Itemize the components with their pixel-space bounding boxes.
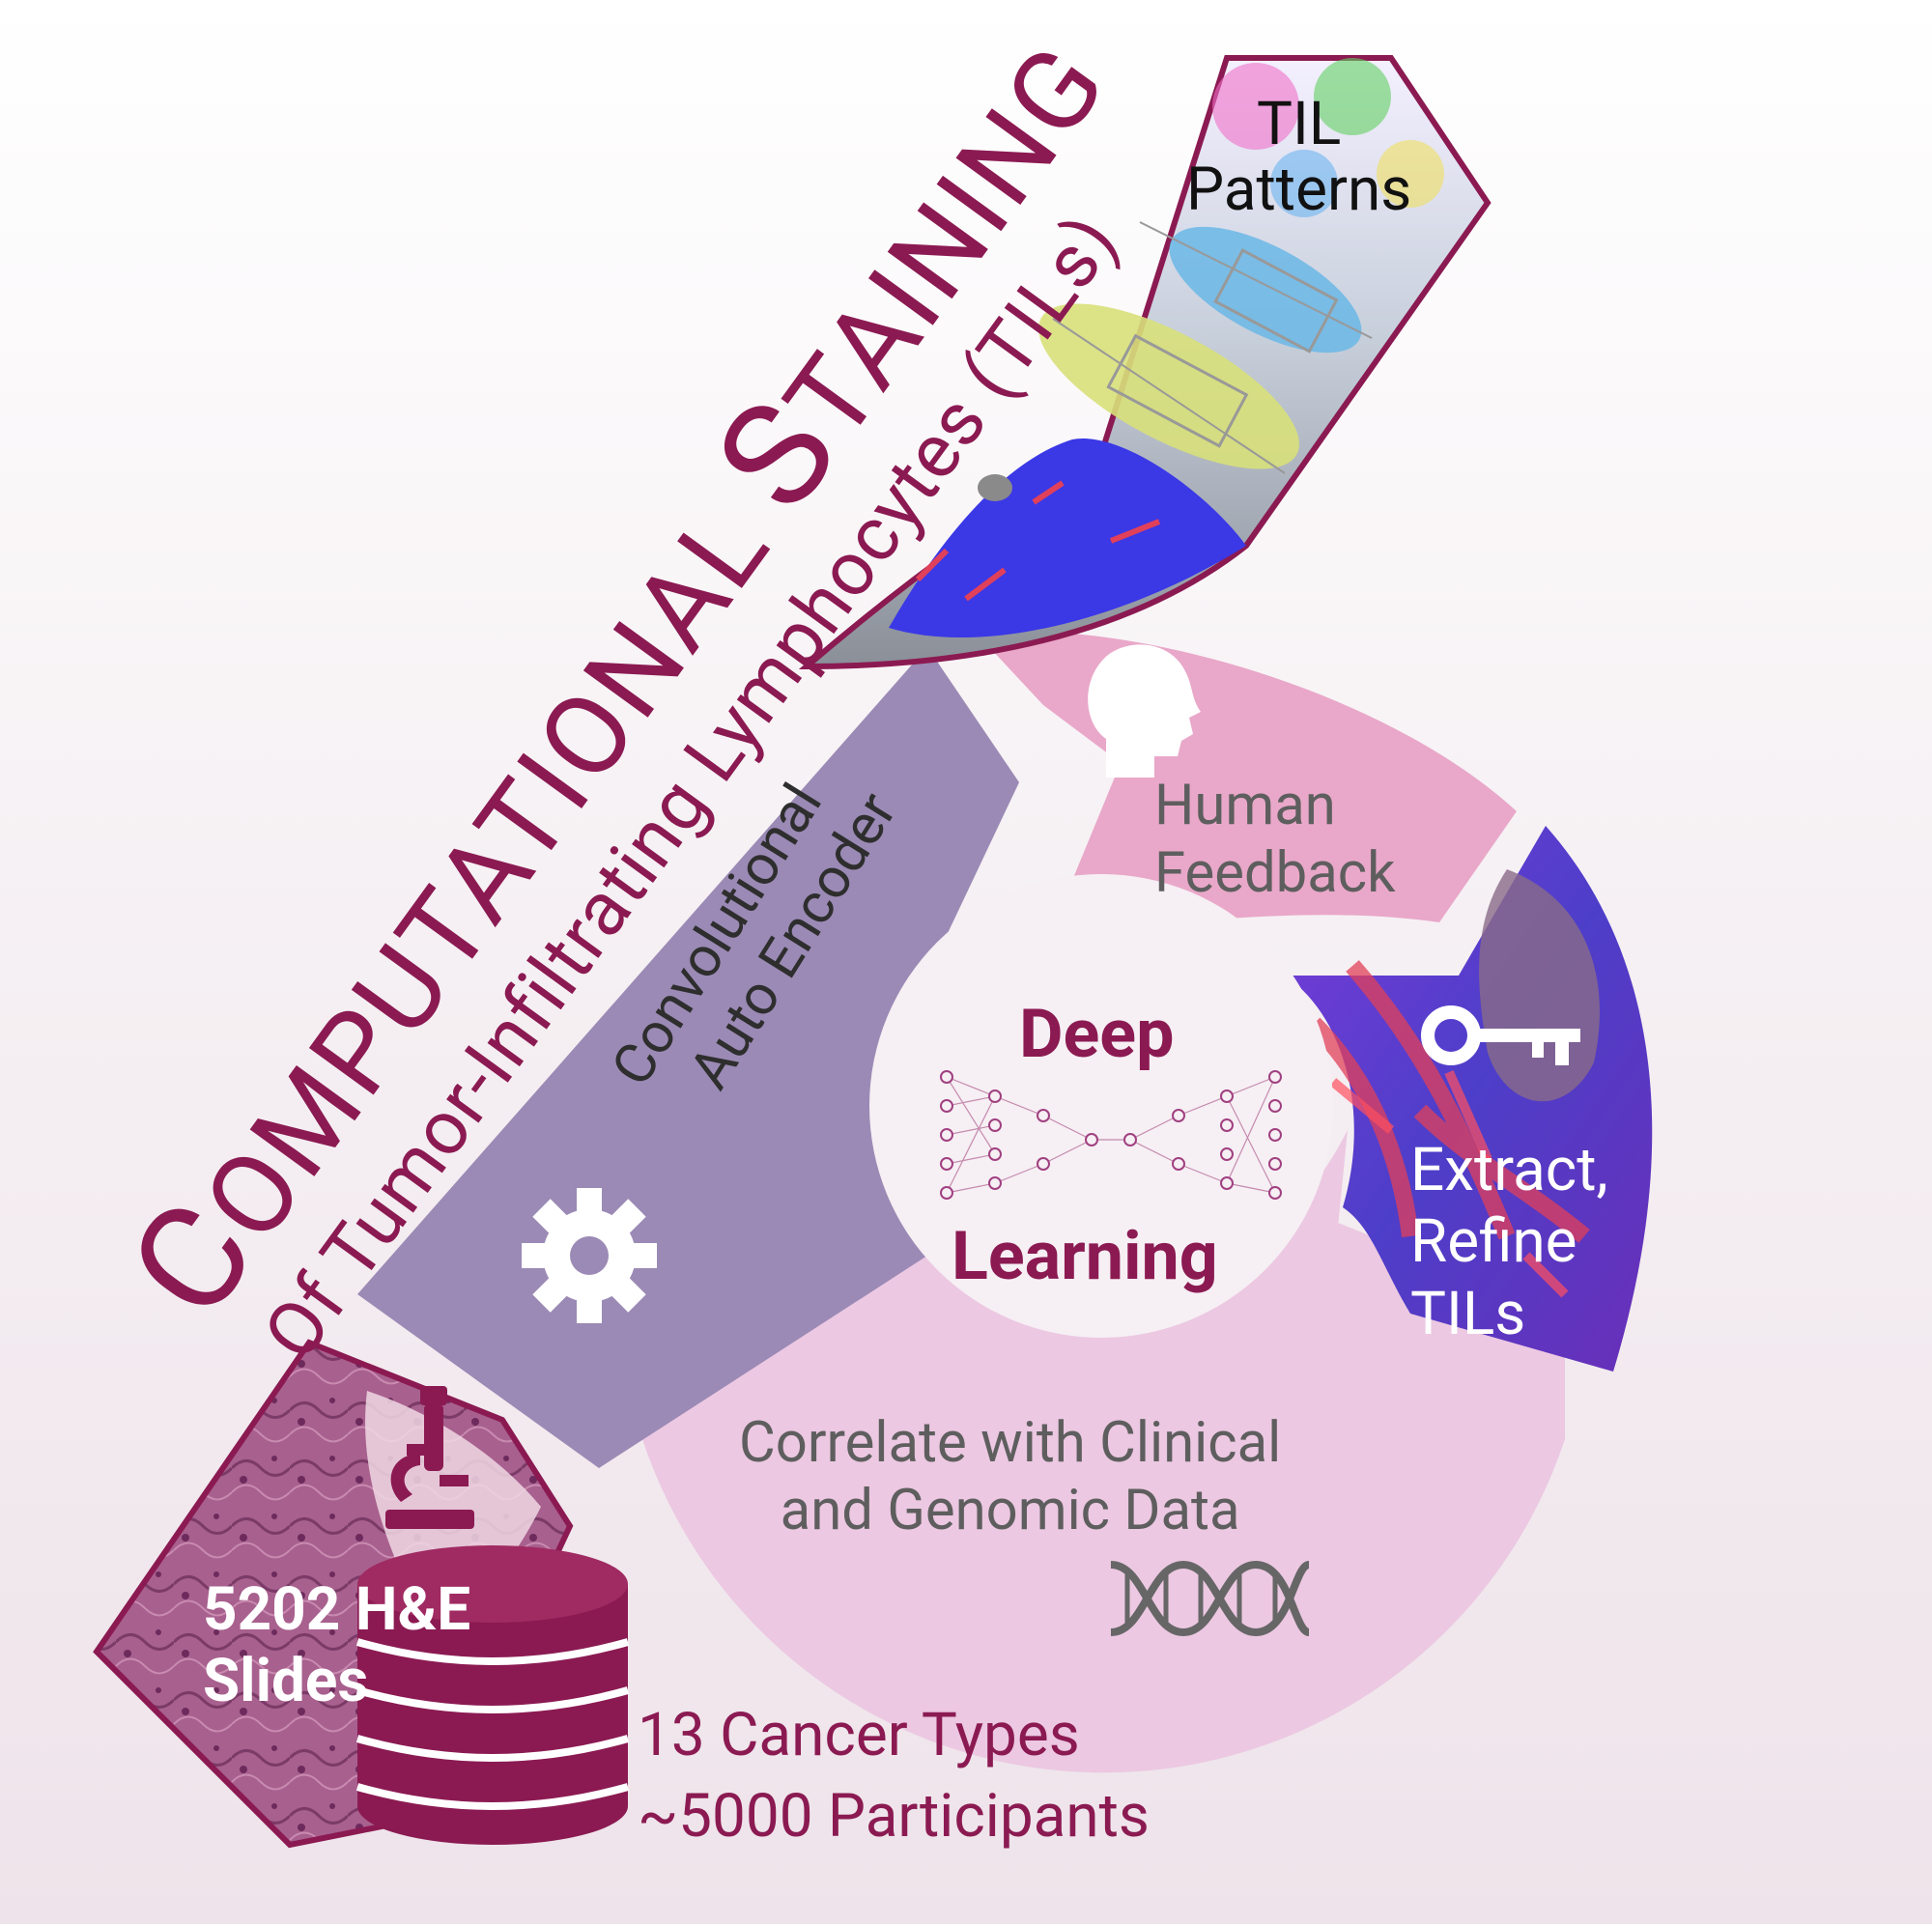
dataset-label: 13 Cancer Types ~5000 Participants xyxy=(638,1695,1150,1856)
extract-label: Extract, Refine TILs xyxy=(1410,1135,1608,1350)
human-feedback-label: Human Feedback xyxy=(1154,773,1396,907)
slides-line1: 5202 H&E xyxy=(203,1574,471,1645)
correlate-line1: Correlate with Clinical xyxy=(739,1410,1282,1476)
til-patterns-label: TIL Patterns xyxy=(1186,89,1412,226)
slides-line2: Slides xyxy=(203,1646,369,1717)
learning-label: Learning xyxy=(952,1217,1218,1296)
dataset-line2: ~5000 Participants xyxy=(638,1780,1150,1852)
correlate-line2: and Genomic Data xyxy=(780,1477,1240,1543)
til-patterns-line2: Patterns xyxy=(1186,155,1412,226)
extract-line2: Refine xyxy=(1410,1206,1577,1278)
head-silhouette-icon xyxy=(1088,644,1201,778)
extract-line3: TILs xyxy=(1410,1278,1526,1349)
neural-network-icon xyxy=(940,1070,1282,1200)
correlate-segment-fill xyxy=(638,1111,1565,1603)
database-stack-icon xyxy=(355,1545,630,1845)
til-patterns-line1: TIL xyxy=(1256,89,1342,159)
gear-icon xyxy=(522,1188,657,1323)
dataset-line1: 13 Cancer Types xyxy=(638,1700,1080,1770)
dna-icon xyxy=(1110,1560,1311,1637)
key-icon xyxy=(1421,1005,1580,1065)
slides-label: 5202 H&E Slides xyxy=(203,1574,470,1718)
deep-label: Deep xyxy=(1019,995,1175,1074)
extract-line1: Extract, xyxy=(1410,1135,1608,1205)
human-feedback-line2: Feedback xyxy=(1154,839,1396,906)
center-circle xyxy=(869,874,1333,1338)
correlate-label: Correlate with Clinical and Genomic Data xyxy=(739,1410,1281,1544)
human-feedback-line1: Human xyxy=(1154,773,1336,838)
microscope-icon xyxy=(385,1386,474,1529)
